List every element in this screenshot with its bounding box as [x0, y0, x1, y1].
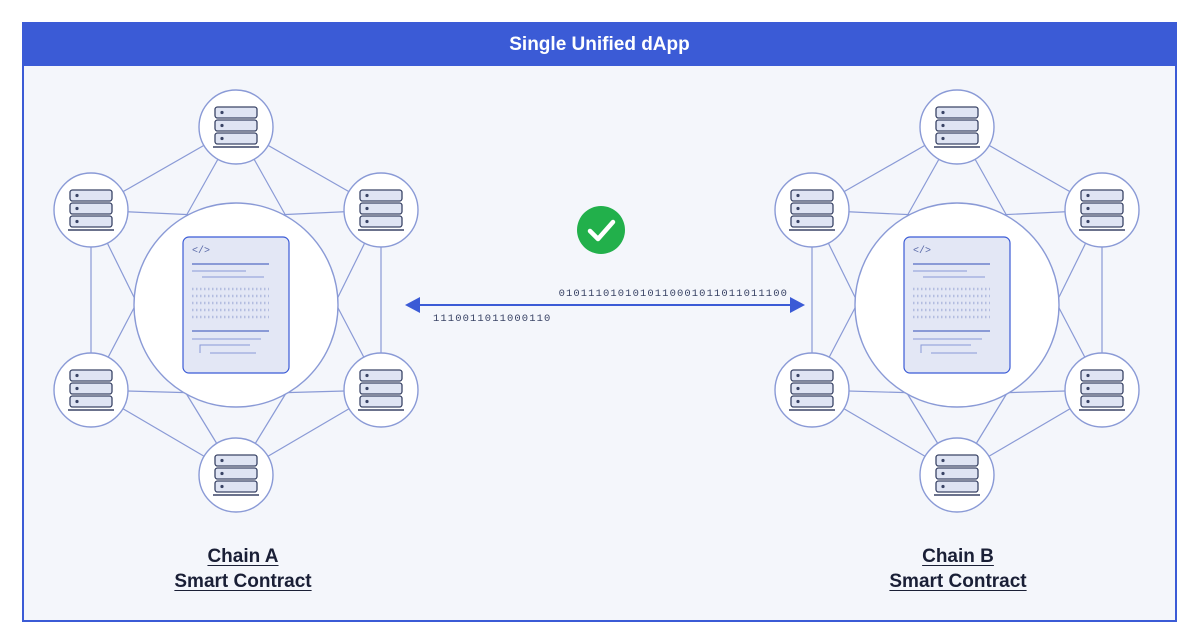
chain-a-network: </> — [53, 89, 419, 513]
server-icon — [934, 106, 980, 148]
server-icon — [1079, 369, 1125, 411]
chain-a-node-4 — [198, 437, 274, 513]
server-icon — [789, 369, 835, 411]
code-icon: </> — [913, 245, 931, 257]
chain-a-node-1 — [198, 89, 274, 165]
chain-a-label: Chain A Smart Contract — [113, 544, 373, 594]
chain-b-contract-document: </> — [903, 236, 1011, 374]
server-icon — [1079, 189, 1125, 231]
chain-b-node-6 — [774, 172, 850, 248]
server-icon — [68, 189, 114, 231]
chain-a-node-6 — [53, 172, 129, 248]
chain-a-contract-document: </> — [182, 236, 290, 374]
chain-a-node-2 — [343, 172, 419, 248]
check-circle-icon — [577, 206, 625, 254]
chain-a-name: Chain A — [207, 546, 279, 567]
chain-b-node-4 — [919, 437, 995, 513]
chain-a-subtitle: Smart Contract — [174, 571, 312, 592]
chain-a-node-5 — [53, 352, 129, 428]
chain-b-node-5 — [774, 352, 850, 428]
chain-a-node-3 — [343, 352, 419, 428]
chain-b-network: </> — [774, 89, 1140, 513]
bridge-arrow — [405, 297, 805, 313]
server-icon — [789, 189, 835, 231]
code-icon: </> — [192, 245, 210, 257]
server-icon — [934, 454, 980, 496]
bridge-upper-bits: 0101110101010110001011011011100 — [559, 288, 788, 300]
server-icon — [358, 369, 404, 411]
server-icon — [213, 454, 259, 496]
chain-b-subtitle: Smart Contract — [889, 571, 1027, 592]
dapp-banner-title: Single Unified dApp — [24, 24, 1175, 66]
chain-b-node-1 — [919, 89, 995, 165]
chain-b-node-3 — [1064, 352, 1140, 428]
server-icon — [358, 189, 404, 231]
server-icon — [68, 369, 114, 411]
chain-b-node-2 — [1064, 172, 1140, 248]
chain-b-label: Chain B Smart Contract — [828, 544, 1088, 594]
bridge-lower-bits: 1110011011000110 — [433, 313, 551, 325]
chain-b-name: Chain B — [922, 546, 994, 567]
server-icon — [213, 106, 259, 148]
